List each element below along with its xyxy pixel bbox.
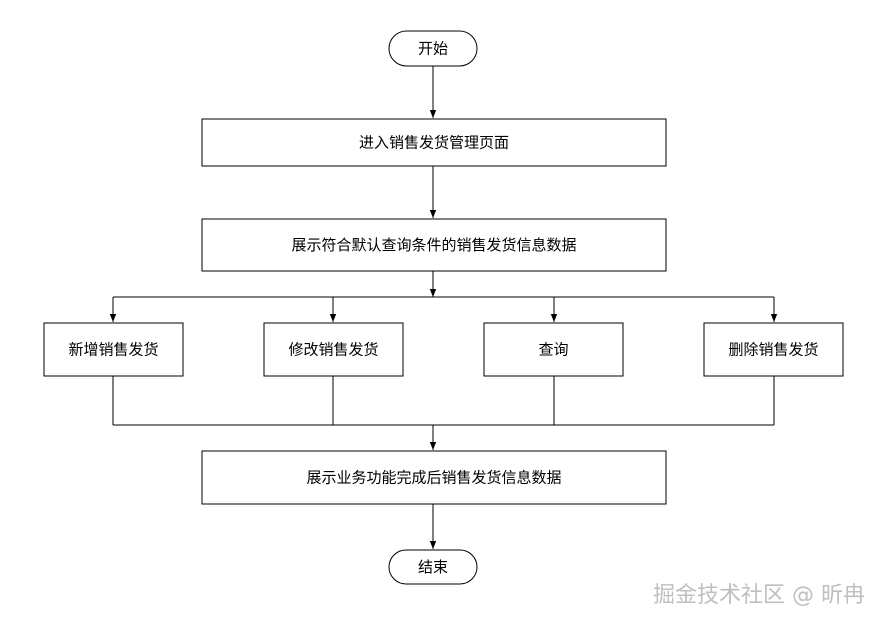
enter-page-label: 进入销售发货管理页面 — [359, 134, 509, 152]
end-label: 结束 — [418, 558, 448, 576]
edit-node: 修改销售发货 — [263, 322, 404, 377]
show-result-node: 展示业务功能完成后销售发货信息数据 — [201, 450, 667, 505]
enter-page-node: 进入销售发货管理页面 — [201, 118, 667, 167]
add-node: 新增销售发货 — [43, 322, 184, 377]
start-label: 开始 — [418, 40, 448, 58]
query-node: 查询 — [483, 322, 624, 377]
start-node: 开始 — [388, 30, 478, 67]
delete-label: 删除销售发货 — [728, 341, 818, 359]
watermark: 掘金技术社区 @ 昕冉 — [653, 583, 865, 608]
query-label: 查询 — [538, 341, 568, 359]
edit-label: 修改销售发货 — [288, 341, 378, 359]
delete-node: 删除销售发货 — [703, 322, 844, 377]
end-node: 结束 — [388, 549, 478, 585]
show-default-node: 展示符合默认查询条件的销售发货信息数据 — [201, 218, 667, 272]
connectors — [109, 66, 778, 549]
show-result-label: 展示业务功能完成后销售发货信息数据 — [306, 469, 561, 487]
add-label: 新增销售发货 — [68, 341, 158, 359]
show-default-label: 展示符合默认查询条件的销售发货信息数据 — [291, 236, 576, 254]
